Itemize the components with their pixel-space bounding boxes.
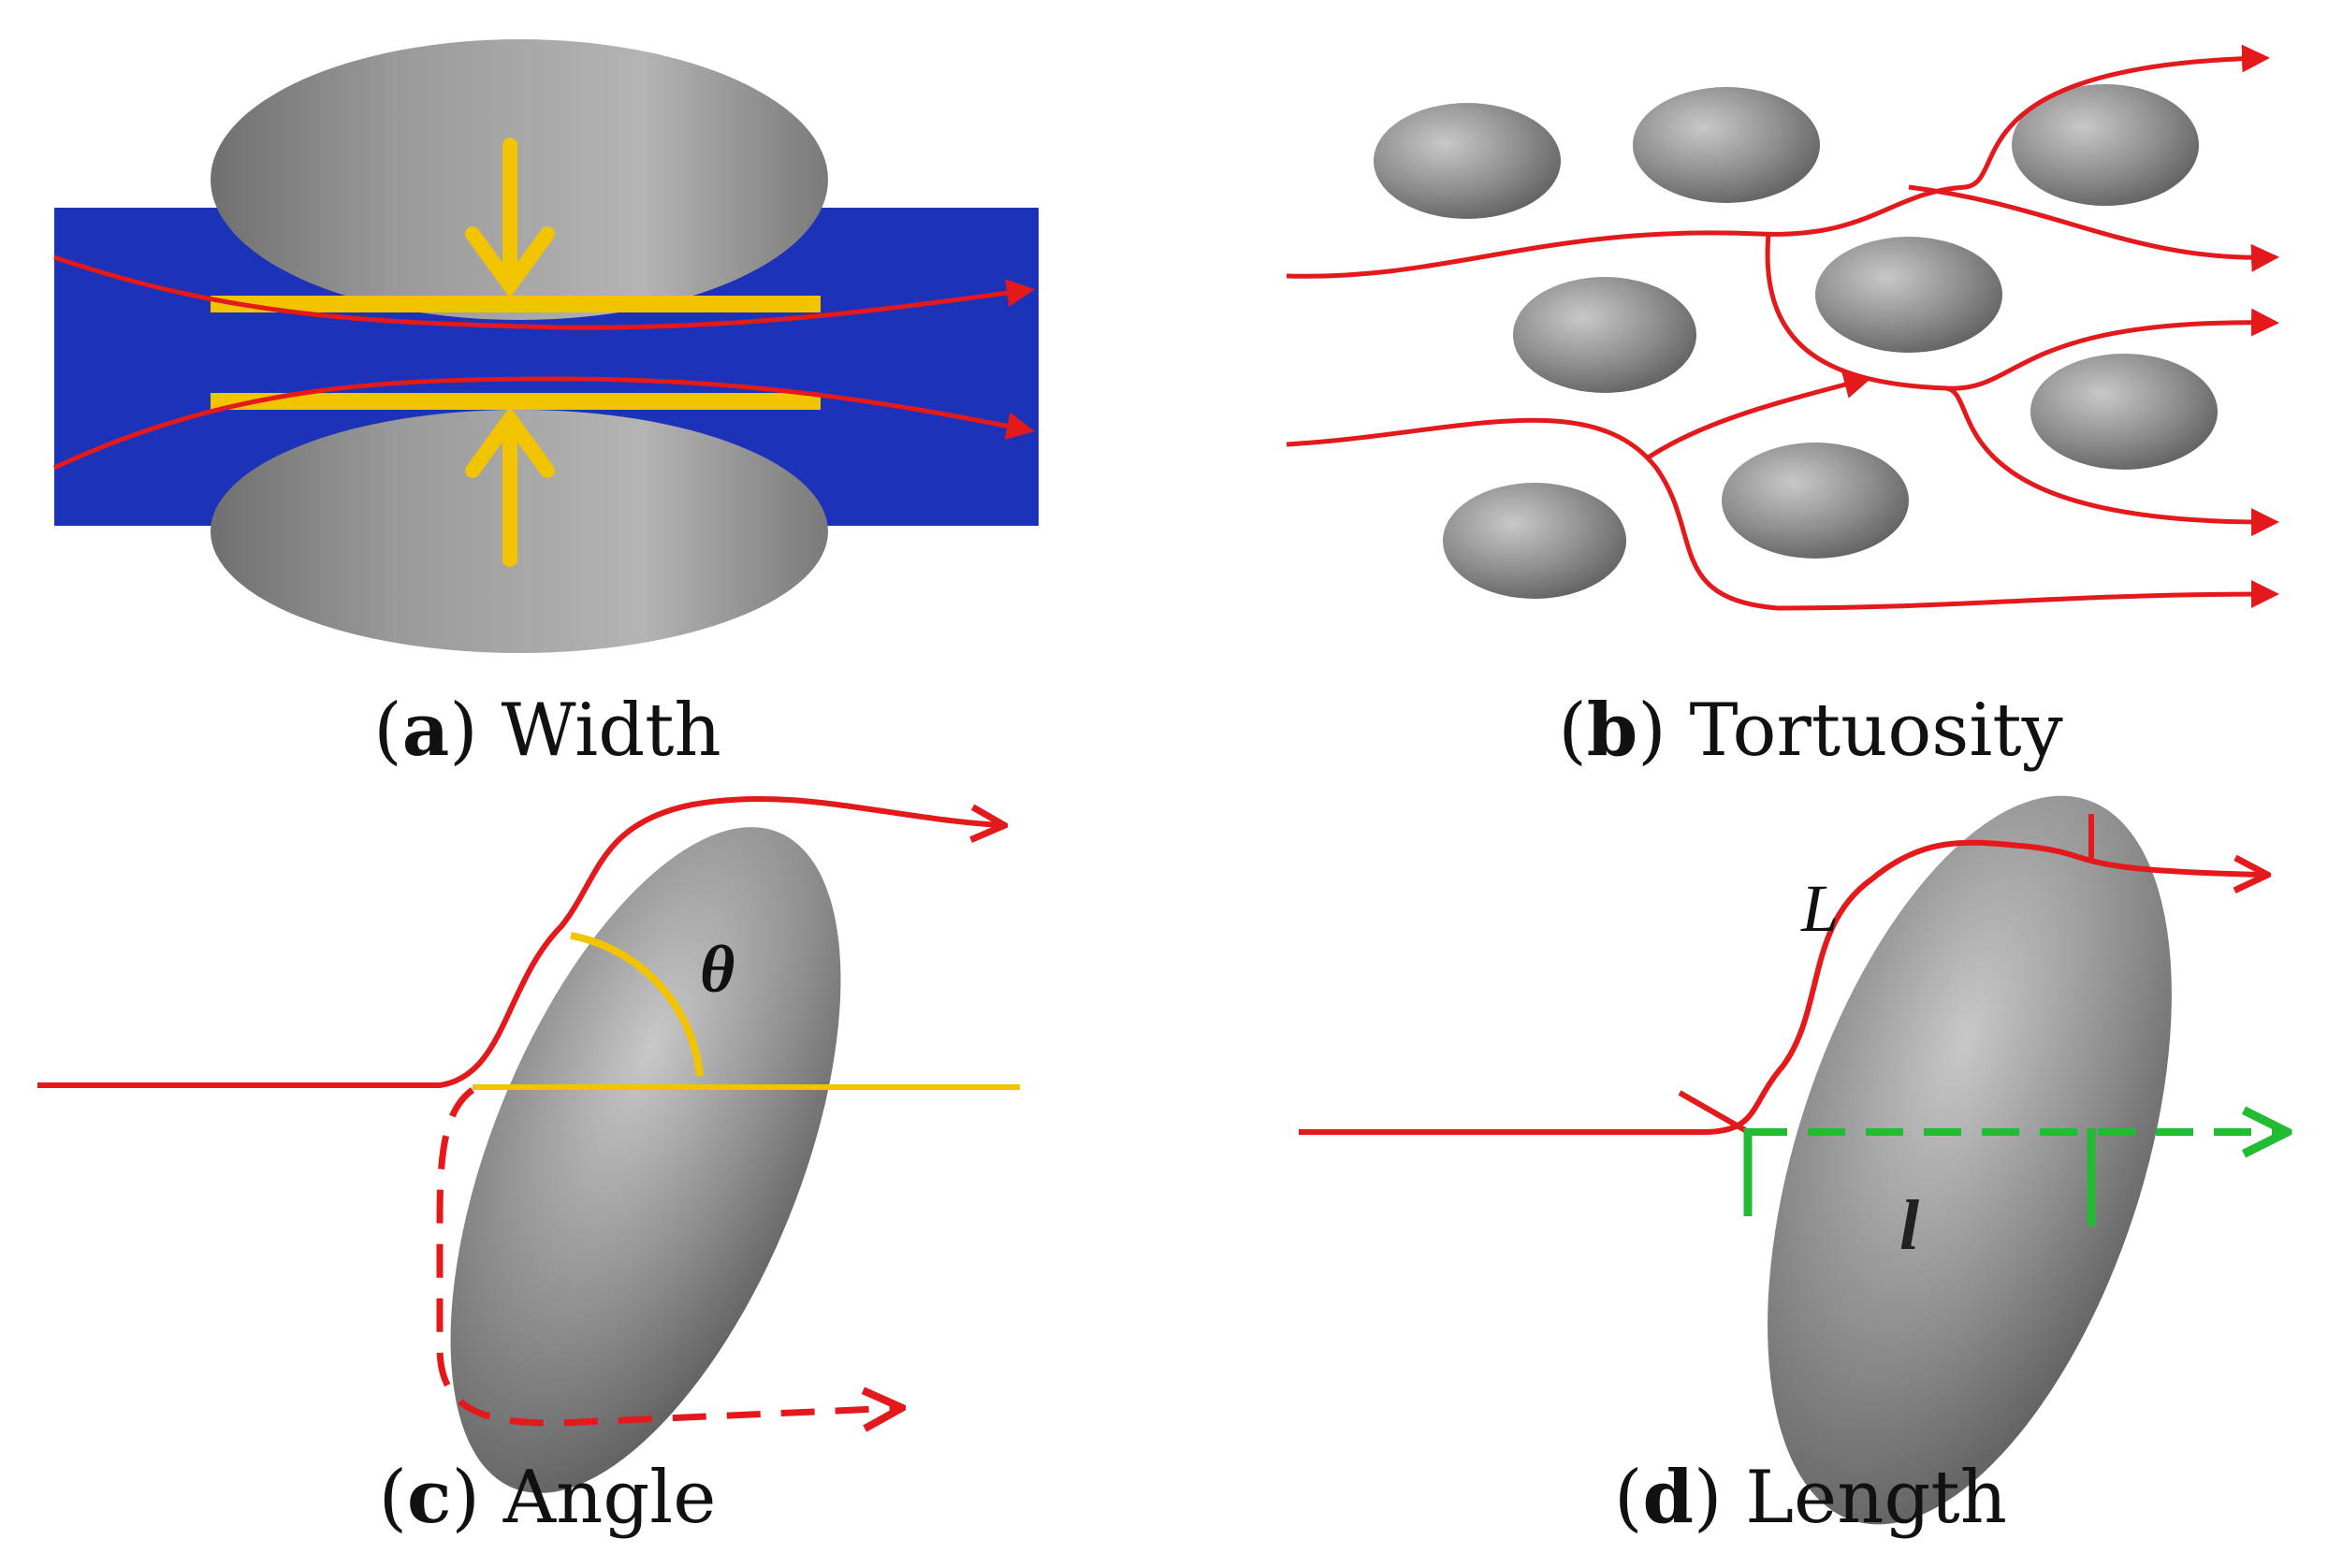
tortuous-path-4 (1945, 385, 2279, 537)
caption-a: (a) Width (373, 688, 721, 773)
long-particle (1768, 795, 2172, 1525)
inlet-tick (1678, 1090, 1747, 1133)
tortuous-path-2 (1908, 184, 2279, 272)
angle-arc (570, 932, 704, 1077)
panel-c-angle: θ (37, 795, 1020, 1493)
panel-a-width (52, 39, 1039, 653)
width-bar-top (211, 296, 821, 312)
tortuous-path-5 (1286, 417, 2279, 611)
width-arrow-down (465, 138, 555, 298)
flow-line-upper (53, 254, 1035, 330)
caption-b-letter: b (1586, 688, 1638, 773)
flow-line-lower (52, 376, 1035, 471)
tilted-particle (450, 827, 841, 1493)
flow-line-around-dashed (436, 1087, 898, 1423)
theta-symbol: θ (700, 932, 735, 1007)
caption-d-name: Length (1745, 1456, 2007, 1540)
grain-8 (1722, 443, 1909, 559)
caption-b-name: Tortuosity (1689, 689, 2063, 773)
caption-c: (c) Angle (378, 1455, 717, 1540)
grain-6 (2030, 354, 2218, 470)
caption-c-letter: c (407, 1455, 452, 1540)
width-bar-bottom (211, 393, 821, 410)
tortuous-path-6 (1645, 370, 1872, 461)
panel-b-tortuosity (1286, 44, 2279, 611)
width-arrow-up (465, 406, 555, 567)
caption-d: (d) Length (1614, 1455, 2007, 1540)
caption-a-name: Width (501, 689, 721, 773)
particle-top (211, 39, 828, 320)
grain-2 (1633, 87, 1820, 203)
length-symbol-L: L (1800, 871, 1839, 946)
grain-5 (1815, 237, 2002, 353)
caption-c-name: Angle (502, 1456, 717, 1540)
grain-3 (2012, 84, 2199, 206)
panel-d-length: L l (1299, 795, 2283, 1525)
tortuous-path-1 (1286, 44, 2270, 279)
grain-1 (1374, 103, 1561, 219)
caption-a-letter: a (401, 688, 450, 773)
caption-b: (b) Tortuosity (1558, 688, 2063, 773)
flow-line-over (37, 795, 1001, 1088)
grain-7 (1443, 483, 1626, 599)
length-symbol-l: l (1899, 1186, 1919, 1265)
particle-bottom (211, 410, 828, 653)
caption-d-letter: d (1642, 1455, 1695, 1540)
grain-4 (1513, 277, 1696, 393)
